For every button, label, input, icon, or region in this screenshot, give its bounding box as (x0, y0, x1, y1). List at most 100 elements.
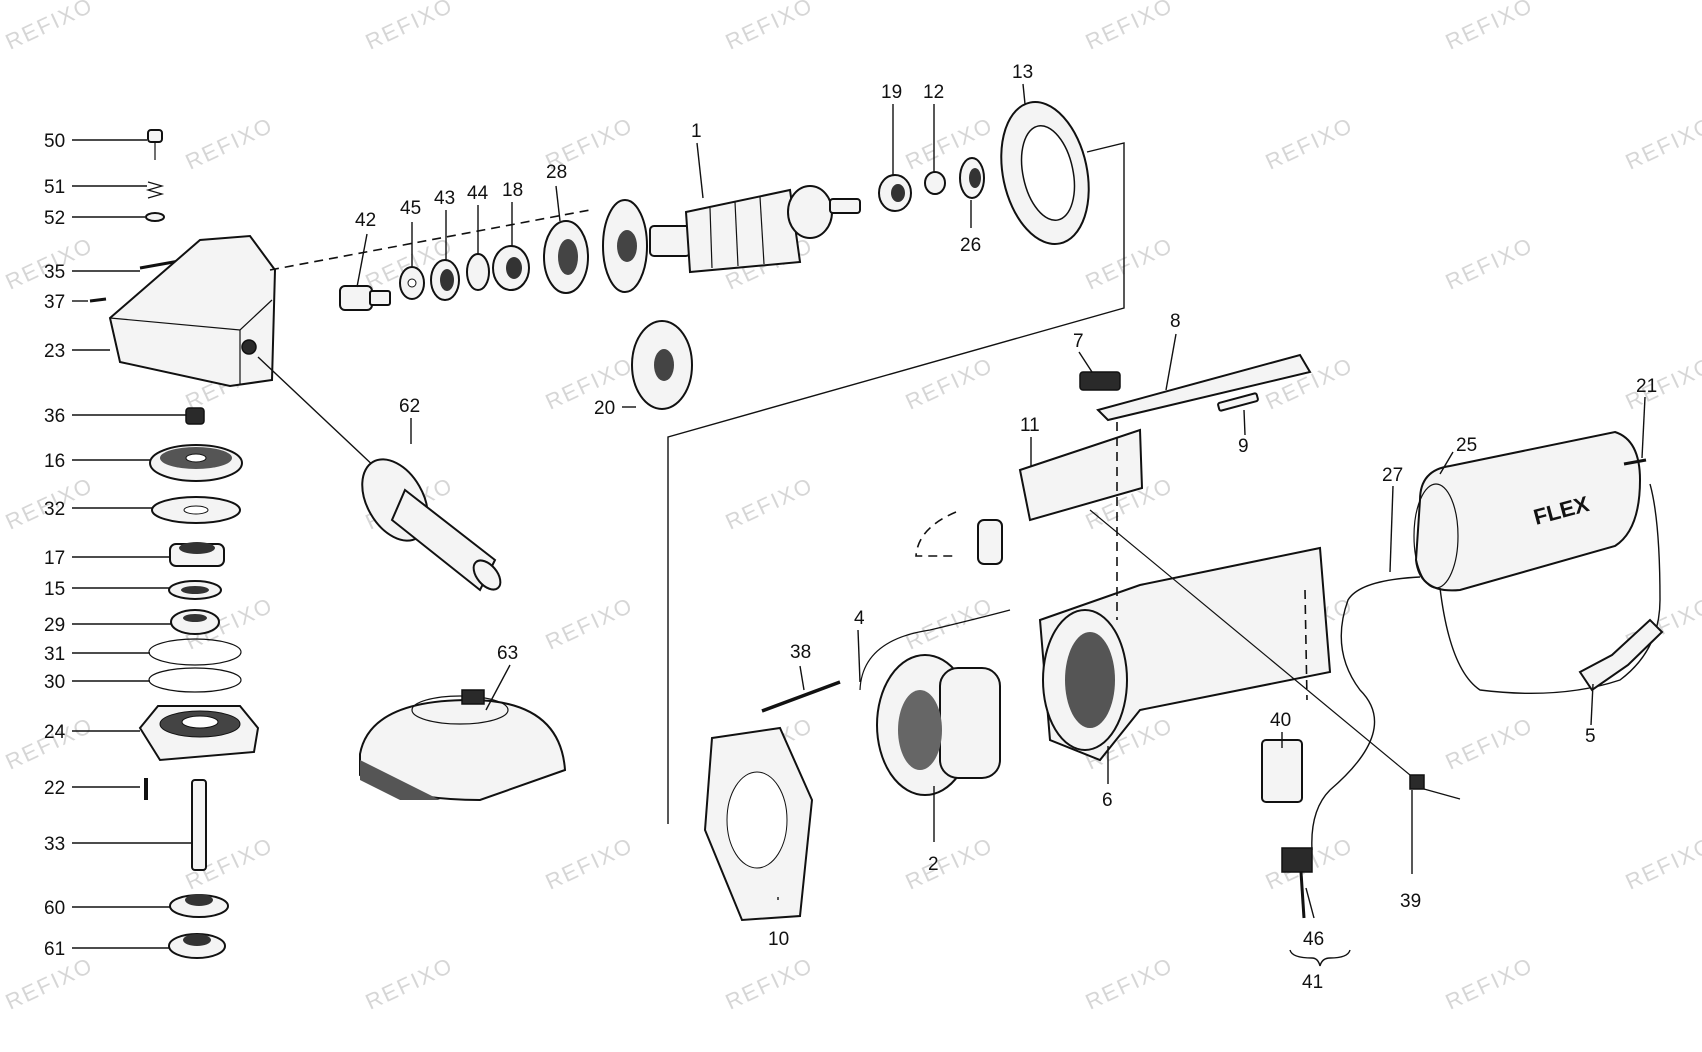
part-42-bolt (339, 285, 373, 311)
part-23-gear-housing (108, 234, 277, 388)
callout-5: 5 (1585, 726, 1596, 747)
part-21-screw (1623, 458, 1647, 466)
callout-37: 37 (44, 292, 65, 313)
callout-21: 21 (1636, 376, 1657, 397)
part-50-screw-head (147, 129, 163, 143)
motor-housing-parts: FLEX (703, 353, 1664, 967)
gear-head-parts (89, 129, 277, 959)
callout-30: 30 (44, 672, 65, 693)
callout-52: 52 (44, 208, 65, 229)
callout-46: 46 (1303, 929, 1324, 950)
part-31-ring (148, 638, 242, 666)
callout-36: 36 (44, 406, 65, 427)
watermark-text: REFIXO (1262, 112, 1358, 174)
part-62-side-handle (257, 356, 502, 592)
watermark-text: REFIXO (1622, 112, 1702, 174)
watermark-text: REFIXO (722, 472, 818, 534)
watermark-text: REFIXO (1622, 832, 1702, 894)
callout-7: 7 (1073, 331, 1084, 352)
callout-12: 12 (923, 82, 944, 103)
callout-2: 2 (928, 854, 939, 875)
watermark-text: REFIXO (902, 592, 998, 654)
part-40-switch-unit (1261, 739, 1303, 803)
assembly-bracket-line (667, 142, 1125, 824)
callout-10: 10 (768, 929, 789, 950)
callout-38: 38 (790, 642, 811, 663)
callout-35: 35 (44, 262, 65, 283)
watermark-text: REFIXO (1442, 0, 1538, 55)
watermark-text: REFIXO (182, 112, 278, 174)
watermark-text: REFIXO (2, 0, 98, 55)
watermark-text: REFIXO (1442, 232, 1538, 294)
part-12-ring (924, 171, 946, 195)
part-11-switch (1018, 428, 1144, 522)
callout-61: 61 (44, 939, 65, 960)
callout-39: 39 (1400, 891, 1421, 912)
watermark-text: REFIXO (902, 112, 998, 174)
watermark-text: REFIXO (1082, 232, 1178, 294)
part-25-cable-cover: FLEX (1413, 430, 1642, 592)
callout-15: 15 (44, 579, 65, 600)
leader-lines (72, 83, 1646, 949)
part-52-washer (145, 212, 165, 222)
part-63-wheel-guard (359, 689, 567, 802)
part-46-cable-clamp (1281, 847, 1313, 873)
watermark-text: REFIXO (542, 352, 638, 414)
callout-23: 23 (44, 341, 65, 362)
part-8-switch-rod (1096, 353, 1312, 422)
callout-25: 25 (1456, 435, 1477, 456)
armature-row-parts (269, 101, 1090, 410)
part-30-ring (148, 667, 242, 693)
callout-40: 40 (1270, 710, 1291, 731)
watermark-text: REFIXO (902, 352, 998, 414)
callout-43: 43 (434, 188, 455, 209)
callout-62: 62 (399, 396, 420, 417)
part-36-bushing (185, 407, 205, 425)
watermark-text: REFIXO (542, 592, 638, 654)
watermark-text: REFIXO (362, 0, 458, 55)
part-4-wire (859, 609, 1011, 691)
callout-50: 50 (44, 131, 65, 152)
part-1-armature (602, 185, 861, 293)
callout-33: 33 (44, 834, 65, 855)
callout-60: 60 (44, 898, 65, 919)
callout-11: 11 (1020, 415, 1040, 436)
callout-labels: 50 51 52 35 37 23 36 16 32 17 15 29 31 3… (44, 62, 1657, 993)
callout-28: 28 (546, 162, 567, 183)
callout-45: 45 (400, 198, 421, 219)
callout-41: 41 (1302, 972, 1323, 993)
part-39-carbon-brush (1409, 774, 1425, 790)
brace-41 (1289, 949, 1351, 967)
part-9-spring (1217, 392, 1259, 412)
part-5-plug (1578, 618, 1664, 692)
watermark-text: REFIXO (1442, 952, 1538, 1014)
callout-19: 19 (881, 82, 902, 103)
watermark-text: REFIXO (362, 952, 458, 1014)
part-51-spring (145, 181, 165, 199)
watermark-text: REFIXO (542, 832, 638, 894)
callout-42: 42 (355, 210, 376, 231)
callout-16: 16 (44, 451, 65, 472)
watermark-text: REFIXO (1442, 712, 1538, 774)
callout-1: 1 (691, 121, 702, 142)
callout-29: 29 (44, 615, 65, 636)
callout-9: 9 (1238, 436, 1249, 457)
callout-6: 6 (1102, 790, 1113, 811)
callout-27: 27 (1382, 465, 1403, 486)
callout-63: 63 (497, 643, 518, 664)
watermark-text: REFIXO (722, 0, 818, 55)
part-27-power-cable (1311, 576, 1421, 851)
watermark-text: REFIXO (1622, 352, 1702, 414)
callout-24: 24 (44, 722, 66, 743)
callout-20: 20 (594, 398, 615, 419)
callout-32: 32 (44, 499, 65, 520)
part-44-washer (466, 253, 490, 291)
watermark-text: REFIXO (1082, 0, 1178, 55)
capacitor (977, 519, 1003, 565)
watermark-text: REFIXO (1082, 952, 1178, 1014)
callout-4: 4 (854, 608, 865, 629)
callout-13: 13 (1012, 62, 1033, 83)
watermark-text: REFIXO (2, 952, 98, 1014)
